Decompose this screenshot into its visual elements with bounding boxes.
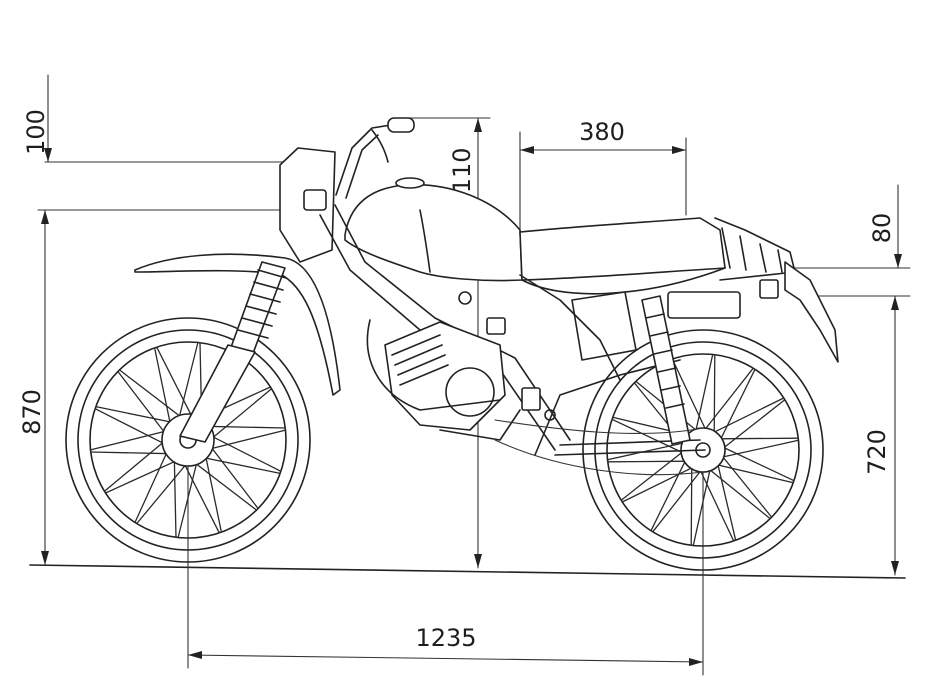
wheel-spoke — [201, 456, 281, 475]
wheel-spoke — [182, 461, 220, 534]
wheel-spoke — [90, 429, 169, 451]
dimension-label-100: 100 — [22, 109, 50, 155]
wheel-spoke — [205, 425, 286, 429]
wheel-spoke — [177, 459, 199, 538]
wheel-spoke — [650, 457, 688, 531]
wheel-spoke — [714, 463, 794, 484]
dimension-label-380: 380 — [579, 118, 625, 146]
wheel-spoke — [694, 354, 714, 434]
dimension-label-870: 870 — [18, 389, 46, 435]
motorcycle-illustration — [65, 117, 839, 571]
wheel-spoke — [713, 354, 716, 436]
wheel-spoke — [720, 445, 795, 482]
wheel-spoke — [204, 453, 223, 533]
wheel-spoke — [607, 441, 687, 461]
rear-shock — [641, 295, 691, 445]
wheel-spoke — [710, 397, 784, 435]
dimension-label-1235: 1235 — [415, 624, 476, 652]
wheel-spoke — [706, 466, 771, 520]
wheel-spoke — [105, 459, 179, 494]
engine — [366, 291, 556, 441]
wheel-spoke — [622, 465, 696, 503]
wheel-spoke — [104, 439, 167, 492]
wheel-spoke — [94, 408, 167, 446]
wheel-spoke — [90, 451, 171, 455]
wheel-spoke — [690, 464, 693, 546]
wheel-spoke — [153, 347, 172, 427]
wheel-spoke — [95, 405, 175, 424]
wheel-spoke — [119, 369, 184, 420]
wheel-spoke — [136, 461, 189, 524]
wheel-spoke — [719, 453, 773, 518]
wheel-spoke — [611, 418, 686, 455]
dimension-label-80: 80 — [868, 213, 896, 244]
wheel-spoke — [173, 457, 177, 538]
wheel-spoke — [177, 342, 199, 421]
wheel-spoke — [671, 358, 708, 433]
dimension-label-720: 720 — [863, 429, 891, 475]
wheel-spoke — [717, 437, 799, 440]
wheel-spoke — [192, 460, 257, 511]
wheel-spoke — [208, 444, 259, 509]
wheel-spoke — [716, 461, 737, 541]
wheel-spoke — [702, 367, 754, 433]
front-fork — [179, 261, 287, 443]
wheel-spoke — [720, 399, 786, 451]
dimension-lines — [29, 74, 911, 676]
wheel-spoke — [692, 466, 712, 546]
frame — [319, 204, 706, 456]
wheel-spoke — [698, 467, 735, 542]
wheel-spoke — [719, 439, 799, 459]
wheel-spoke — [718, 369, 756, 443]
wheel-spoke — [117, 371, 168, 436]
wheel-spoke — [652, 467, 704, 533]
wheel-spoke — [209, 388, 272, 441]
wheel-spoke — [607, 460, 689, 463]
wheel-spoke — [209, 434, 282, 472]
wheel-spoke — [134, 449, 169, 523]
wheel-spoke — [207, 429, 286, 451]
wheel-spoke — [156, 346, 194, 419]
